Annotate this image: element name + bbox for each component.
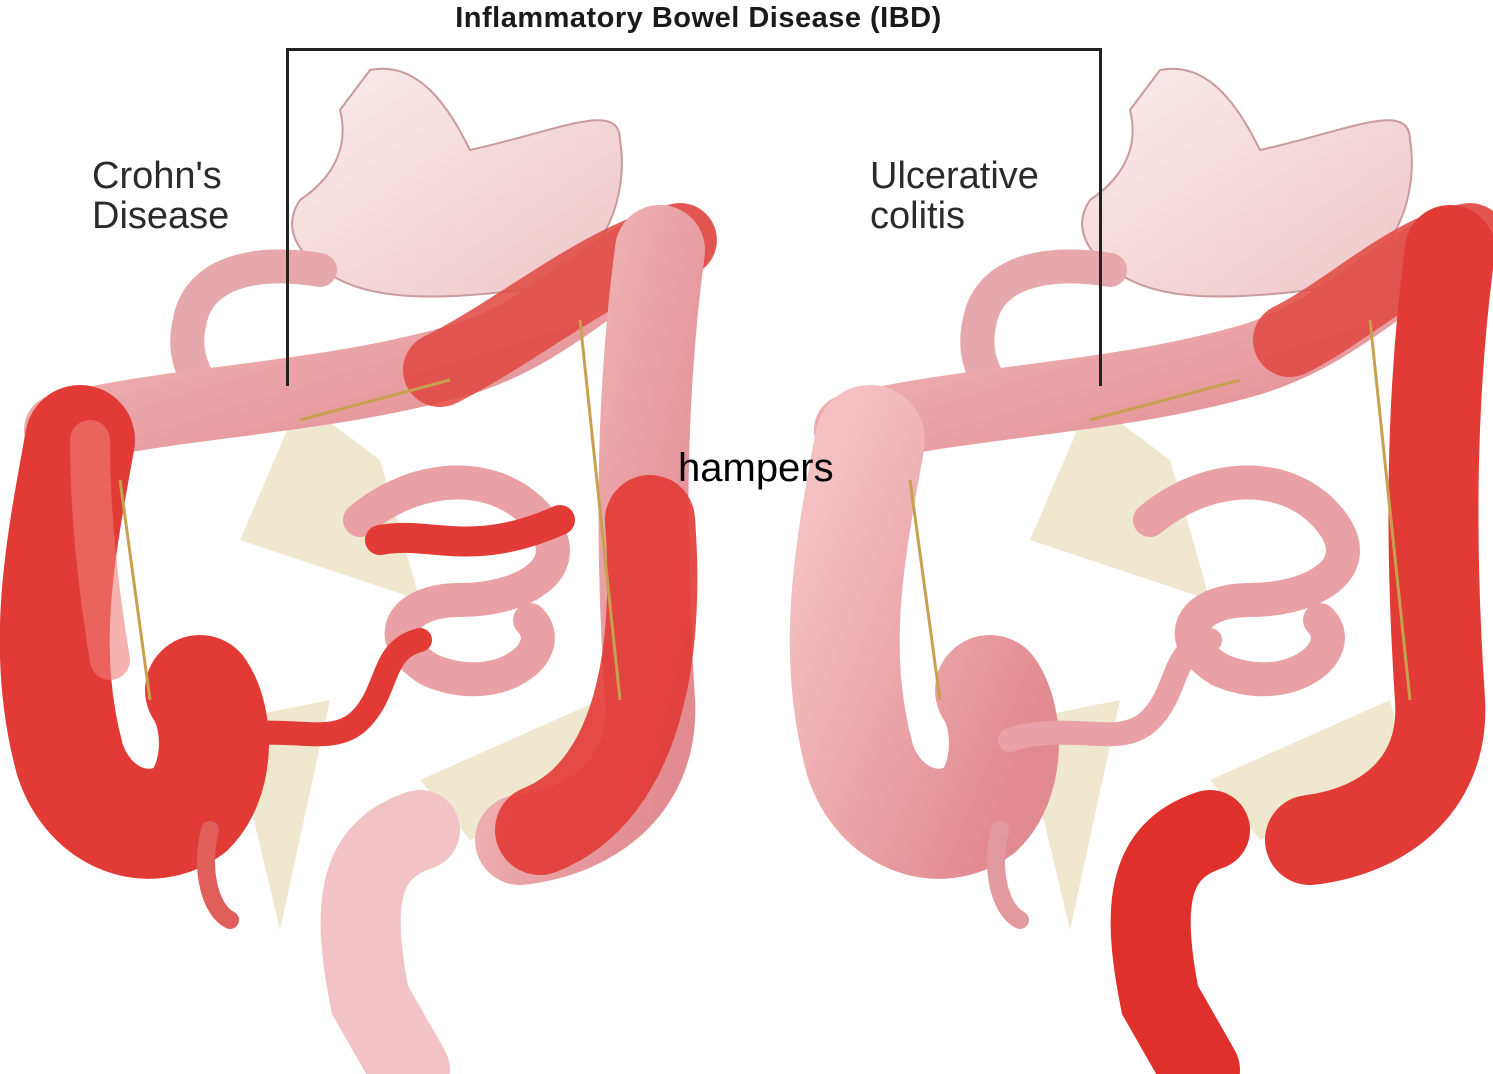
crohns-disease-label: Crohn's Disease [88,156,233,236]
small-intestine-inflamed [380,520,560,542]
rectum-inflamed [1151,830,1210,1070]
ulcerative-colitis-label: Ulcerative colitis [866,156,1043,236]
ascending-colon [845,440,1004,824]
diagram-title: Inflammatory Bowel Disease (IBD) [0,2,1397,35]
overlay-text: hampers [678,446,834,491]
crohns-label-line-1: Crohn's [92,156,229,196]
uc-label-line-2: colitis [870,196,1039,236]
uc-label-line-1: Ulcerative [870,156,1039,196]
rectum [361,830,420,1070]
crohns-label-line-2: Disease [92,196,229,236]
